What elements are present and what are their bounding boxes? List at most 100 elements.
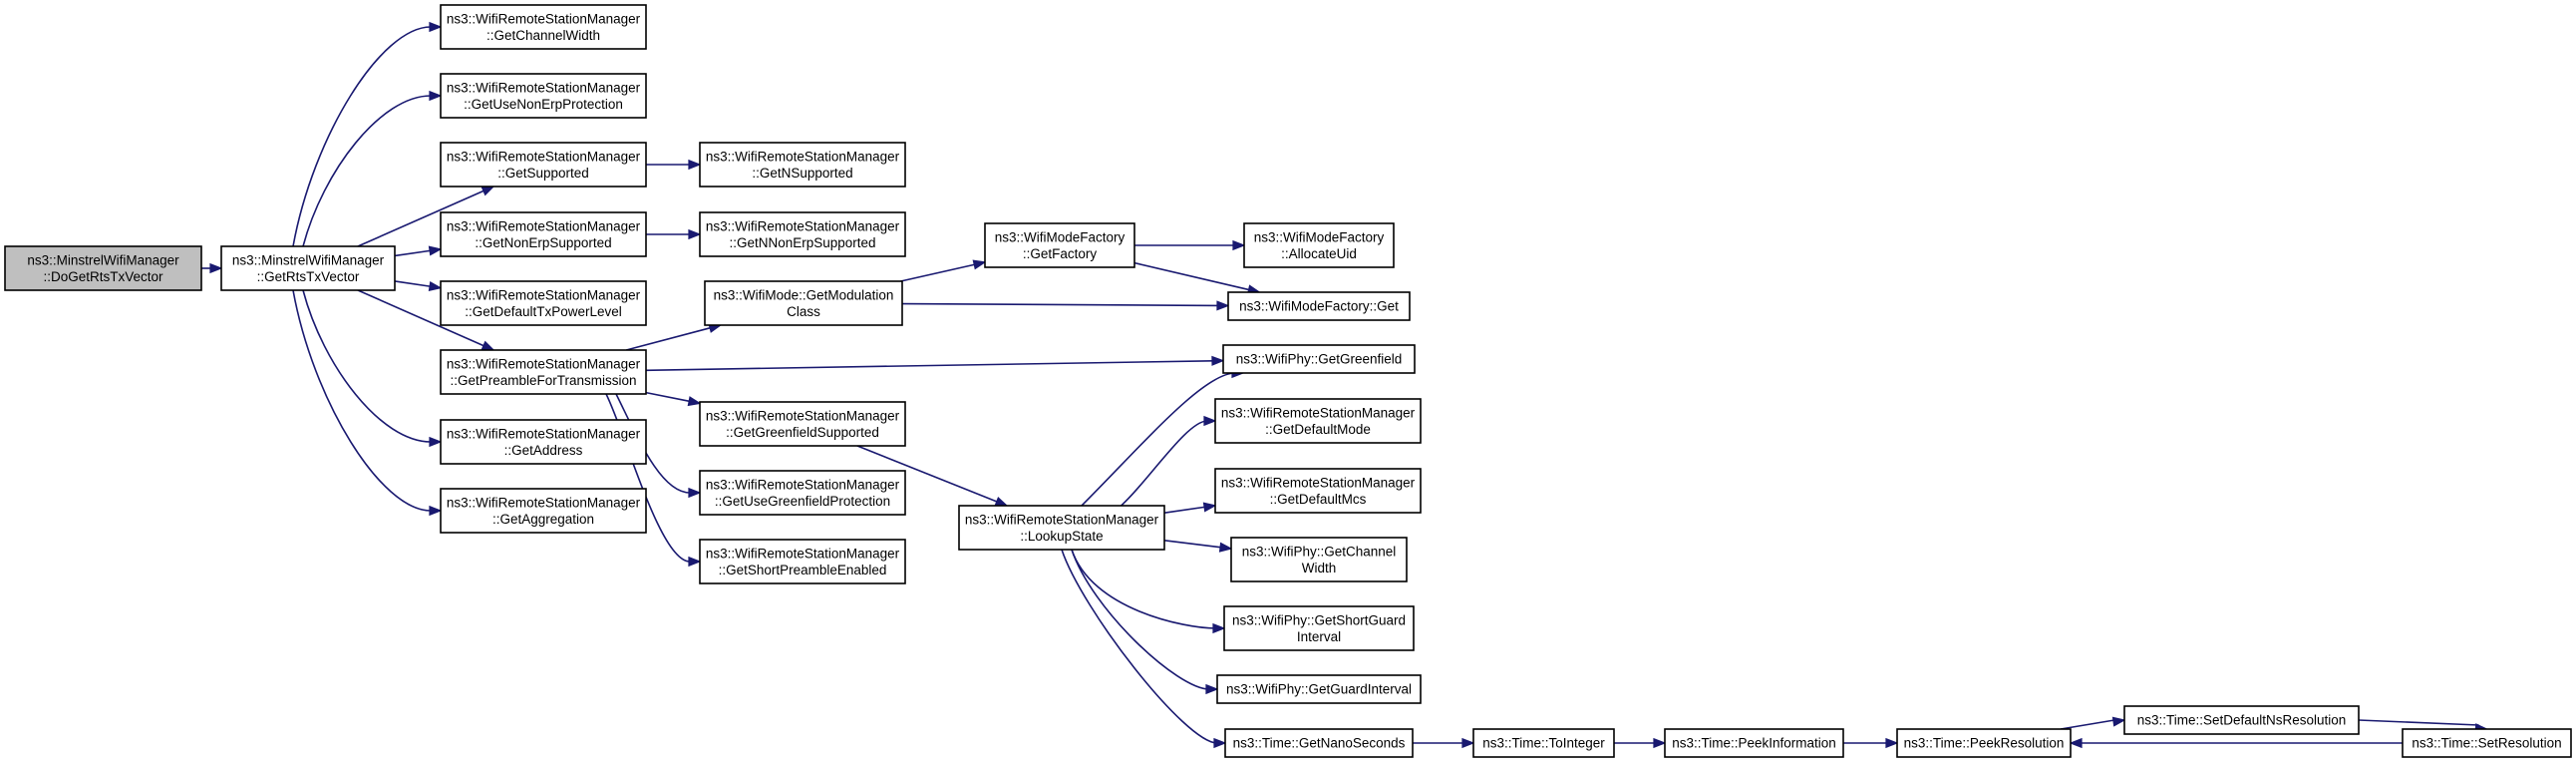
node-mfget[interactable]: ns3::WifiModeFactory::Get [1227,291,1411,321]
node-mfget-box [1227,291,1411,321]
node-preamble-box [440,349,647,395]
node-gfsup-label-1: ::GetGreenfieldSupported [726,425,879,440]
edge-getrts-to-aggregation [292,289,443,517]
node-allocuid-label-1: ::AllocateUid [1281,246,1357,261]
edge-lookup-to-phygi [1071,549,1219,695]
edge-nanosec-to-tointeger [1413,737,1475,749]
node-chanwidth[interactable]: ns3::WifiRemoteStationManager::GetChanne… [440,4,647,50]
edge-preamble-to-modclass-line [626,326,712,351]
edge-root-to-getrts-arrowhead [209,262,223,274]
node-nanosec[interactable]: ns3::Time::GetNanoSeconds [1224,728,1414,758]
node-gfsup[interactable]: ns3::WifiRemoteStationManager::GetGreenf… [699,401,906,447]
node-nonerpprot-label-0: ns3::WifiRemoteStationManager [447,80,641,95]
edge-nonerpsup-to-nnonerp-arrowhead [688,228,702,240]
node-usegfprot-box [699,470,906,516]
node-defmcs-label-1: ::GetDefaultMcs [1270,492,1367,507]
node-gfsup-label-0: ns3::WifiRemoteStationManager [706,408,900,423]
edge-preamble-to-modclass [626,323,723,351]
node-shortpre-label-1: ::GetShortPreambleEnabled [719,563,887,577]
node-gfsup-box [699,401,906,447]
edge-tointeger-to-peekinfo [1614,737,1667,749]
edge-lookup-to-nanosec-line [1061,549,1218,744]
node-nonerpsup[interactable]: ns3::WifiRemoteStationManager::GetNonErp… [440,211,647,257]
node-phygf-box [1222,344,1416,374]
node-root[interactable]: ns3::MinstrelWifiManager::DoGetRtsTxVect… [4,245,202,291]
node-peekinfo[interactable]: ns3::Time::PeekInformation [1664,728,1844,758]
edge-lookup-to-nanosec [1061,549,1227,749]
node-aggregation-label-1: ::GetAggregation [492,512,594,527]
node-supported[interactable]: ns3::WifiRemoteStationManager::GetSuppor… [440,142,647,188]
node-phygf[interactable]: ns3::WifiPhy::GetGreenfield [1222,344,1416,374]
node-root-label-1: ::DoGetRtsTxVector [43,269,163,284]
node-getfactory[interactable]: ns3::WifiModeFactory::GetFactory [984,222,1135,268]
edge-peekinfo-to-peekres [1843,737,1899,749]
edge-getrts-to-nonerpsup-line [394,249,432,257]
node-phygi-label-0: ns3::WifiPhy::GetGuardInterval [1226,682,1412,697]
node-lookup-box [958,505,1165,551]
node-allocuid[interactable]: ns3::WifiModeFactory::AllocateUid [1243,222,1395,268]
edge-getrts-to-address-arrowhead [429,436,443,448]
node-tointeger-box [1472,728,1615,758]
node-defmode[interactable]: ns3::WifiRemoteStationManager::GetDefaul… [1214,398,1422,444]
edge-getrts-to-txpower-arrowhead [428,281,443,292]
node-setres[interactable]: ns3::Time::SetResolution [2402,728,2572,758]
edge-setdefns-to-setres-line [2358,719,2479,726]
node-lookup-label-0: ns3::WifiRemoteStationManager [965,512,1159,527]
edge-setres-to-peekres-arrowhead [2069,737,2083,749]
node-nsupported-label-1: ::GetNSupported [752,166,852,181]
node-tointeger[interactable]: ns3::Time::ToInteger [1472,728,1615,758]
node-aggregation-box [440,488,647,534]
edge-tointeger-to-peekinfo-arrowhead [1653,737,1667,749]
edge-lookup-to-phychw-arrowhead [1218,542,1233,553]
node-shortpre[interactable]: ns3::WifiRemoteStationManager::GetShortP… [699,539,906,584]
node-setdefns[interactable]: ns3::Time::SetDefaultNsResolution [2123,705,2360,735]
node-phygi[interactable]: ns3::WifiPhy::GetGuardInterval [1216,674,1422,704]
edge-getrts-to-nonerpprot-arrowhead [429,90,443,102]
node-nonerpprot[interactable]: ns3::WifiRemoteStationManager::GetUseNon… [440,73,647,119]
edge-lookup-to-defmode-arrowhead [1203,415,1217,427]
node-aggregation[interactable]: ns3::WifiRemoteStationManager::GetAggreg… [440,488,647,534]
edge-getrts-to-supported-arrowhead [481,186,495,196]
node-nanosec-box [1224,728,1414,758]
edge-preamble-to-usegfprot-arrowhead [688,487,702,499]
node-defmode-label-1: ::GetDefaultMode [1265,422,1371,437]
node-address-label-1: ::GetAddress [504,443,583,458]
edge-lookup-to-phygi-arrowhead [1205,683,1219,695]
edge-getrts-to-nonerpsup [394,245,443,257]
node-supported-label-0: ns3::WifiRemoteStationManager [447,149,641,164]
node-shortpre-box [699,539,906,584]
node-peekres[interactable]: ns3::Time::PeekResolution [1896,728,2072,758]
node-txpower[interactable]: ns3::WifiRemoteStationManager::GetDefaul… [440,280,647,326]
edge-lookup-to-phygf-line [1081,372,1236,507]
edge-peekres-to-setdefns-arrowhead [2111,716,2126,727]
node-root-label-0: ns3::MinstrelWifiManager [27,252,179,267]
node-usegfprot-label-0: ns3::WifiRemoteStationManager [706,477,900,492]
node-chanwidth-label-0: ns3::WifiRemoteStationManager [447,11,641,26]
edge-preamble-to-phygf-arrowhead [1211,355,1225,366]
node-txpower-label-0: ns3::WifiRemoteStationManager [447,287,641,302]
node-defmcs[interactable]: ns3::WifiRemoteStationManager::GetDefaul… [1214,468,1422,514]
edge-getrts-to-aggregation-line [292,289,432,512]
edge-preamble-to-usegfprot-line [615,393,691,494]
node-peekinfo-label-0: ns3::Time::PeekInformation [1672,736,1836,751]
node-usegfprot[interactable]: ns3::WifiRemoteStationManager::GetUseGre… [699,470,906,516]
node-nsupported[interactable]: ns3::WifiRemoteStationManager::GetNSuppo… [699,142,906,188]
edge-lookup-to-defmcs-line [1163,506,1206,514]
edge-lookup-to-defmcs-arrowhead [1202,502,1217,513]
edge-supported-to-nsupported-arrowhead [688,159,702,171]
node-peekinfo-box [1664,728,1844,758]
node-root-box [4,245,202,291]
node-preamble[interactable]: ns3::WifiRemoteStationManager::GetPreamb… [440,349,647,395]
node-getrts-label-1: ::GetRtsTxVector [257,269,360,284]
node-getrts[interactable]: ns3::MinstrelWifiManager::GetRtsTxVector [220,245,396,291]
node-nnonerp[interactable]: ns3::WifiRemoteStationManager::GetNNonEr… [699,211,906,257]
node-phychw[interactable]: ns3::WifiPhy::GetChannelWidth [1230,537,1408,582]
node-setdefns-label-0: ns3::Time::SetDefaultNsResolution [2137,713,2347,728]
node-lookup[interactable]: ns3::WifiRemoteStationManager::LookupSta… [958,505,1165,551]
node-preamble-label-0: ns3::WifiRemoteStationManager [447,356,641,371]
node-defmode-box [1214,398,1422,444]
node-address[interactable]: ns3::WifiRemoteStationManager::GetAddres… [440,419,647,465]
